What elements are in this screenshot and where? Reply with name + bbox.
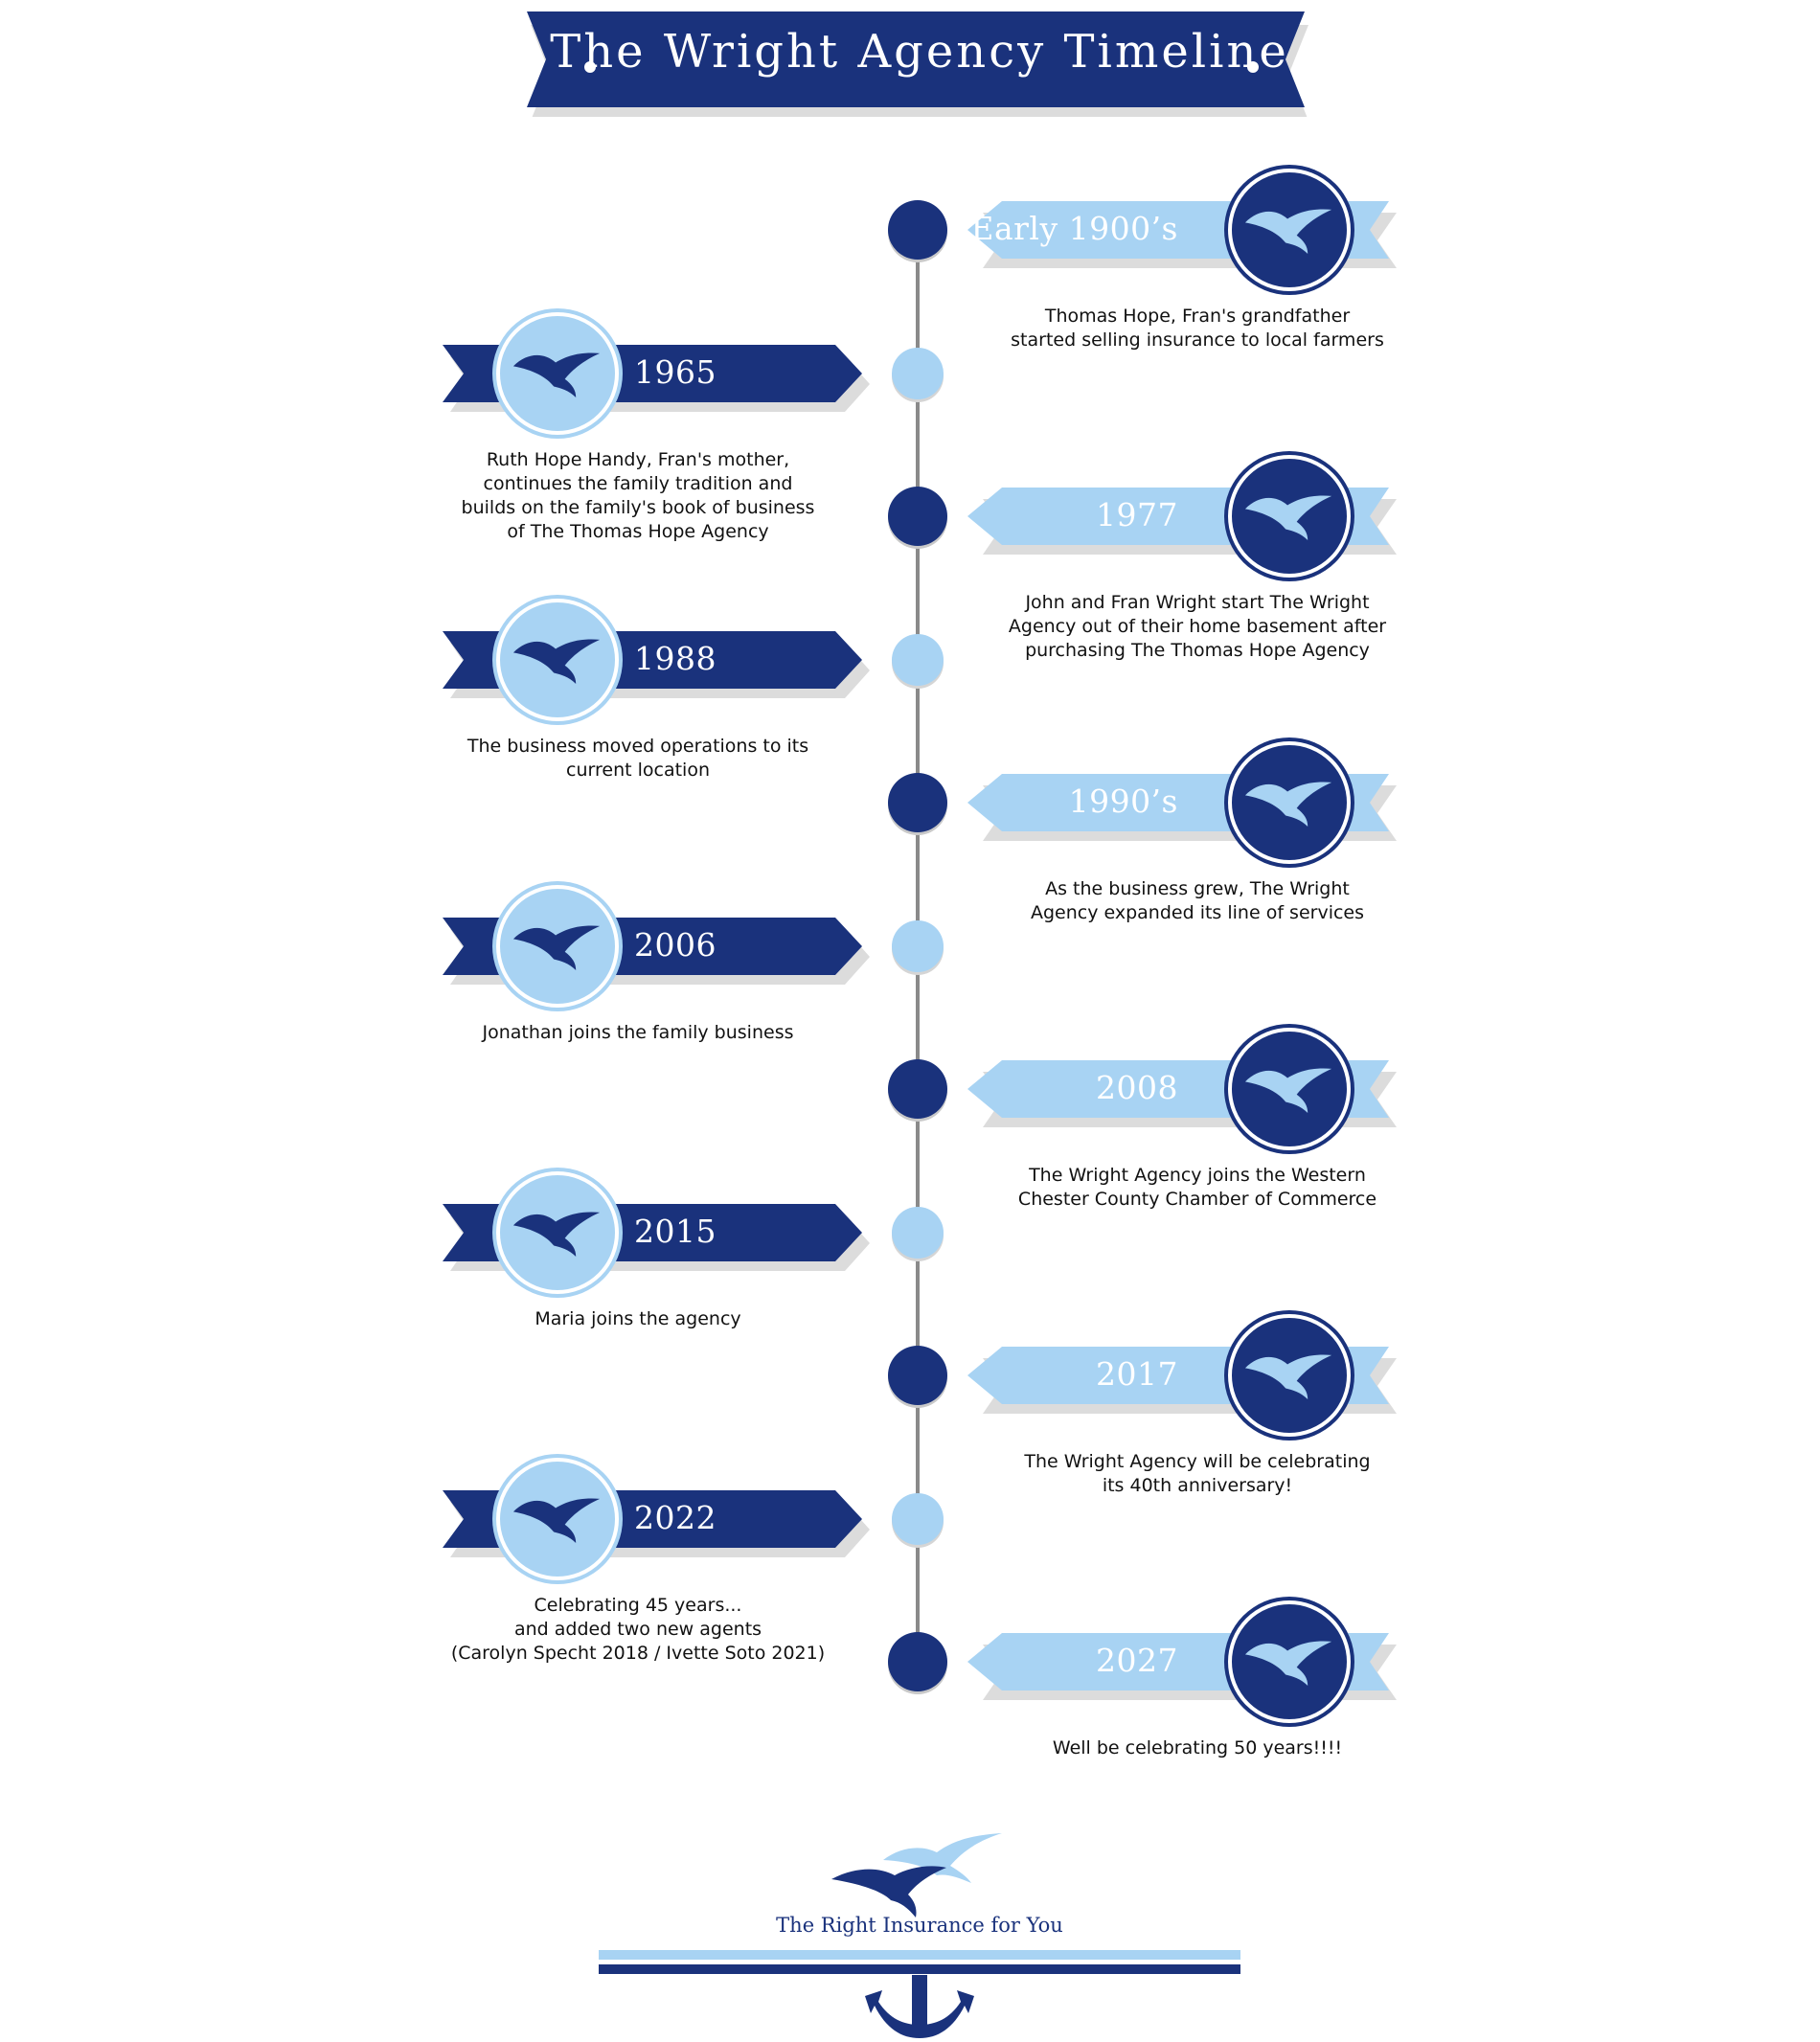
year-label: 1990’s [1068, 783, 1178, 820]
medal [1228, 1314, 1351, 1437]
title-banner-shape [527, 11, 1308, 117]
event-description: Jonathan joins the family business [482, 1021, 794, 1043]
medal [496, 884, 619, 1008]
medal [1228, 1028, 1351, 1150]
year-label: 2022 [634, 1498, 717, 1536]
title-bullet-right [1247, 61, 1259, 73]
seagull-icon [1244, 1068, 1332, 1113]
event-description: Ruth Hope Handy, Fran's mother,continues… [461, 448, 815, 542]
seagull-icon [1244, 495, 1332, 540]
seagull-icon [512, 925, 601, 970]
medal [1228, 455, 1351, 578]
seagull-icon [1244, 782, 1332, 827]
medal [496, 311, 619, 435]
seagulls-icon [831, 1833, 1002, 1917]
seagull-icon [512, 352, 601, 397]
year-label: 2006 [634, 925, 717, 964]
year-ribbon: 2006 [443, 879, 874, 1013]
timeline-dot [888, 200, 947, 260]
medal [496, 1170, 619, 1294]
year-ribbon: 2027 [967, 1595, 1399, 1729]
anchor-icon [865, 1975, 974, 2038]
timeline-dot [892, 919, 944, 972]
event-description: Maria joins the agency [535, 1307, 741, 1329]
year-ribbon: 1990’s [967, 736, 1399, 870]
year-label: 2015 [634, 1212, 717, 1250]
timeline-dot [888, 1346, 947, 1405]
seagull-icon [512, 1498, 601, 1543]
year-label: 1965 [634, 352, 717, 391]
year-label: 1988 [634, 639, 717, 677]
seagull-icon [512, 639, 601, 684]
year-ribbon: 2022 [443, 1452, 874, 1586]
year-ribbon: 2008 [967, 1022, 1399, 1156]
year-label: Early 1900’s [970, 210, 1178, 247]
year-ribbon: 2015 [443, 1166, 874, 1300]
year-label: 2017 [1096, 1355, 1178, 1393]
title-banner: The Wright Agency Timeline [527, 11, 1312, 117]
timeline-dot [892, 347, 944, 399]
medal [496, 1457, 619, 1580]
year-label: 2008 [1096, 1069, 1178, 1106]
medal [1228, 1600, 1351, 1723]
year-ribbon: 1977 [967, 449, 1399, 583]
timeline-dot [892, 1206, 944, 1259]
timeline-dot [892, 1492, 944, 1545]
medal [1228, 741, 1351, 864]
year-label: 2027 [1096, 1642, 1178, 1679]
tagline: The Right Insurance for You [776, 1914, 1063, 1937]
seagull-icon [1244, 209, 1332, 254]
medal [1228, 169, 1351, 291]
timeline-dot [888, 487, 947, 546]
year-ribbon: Early 1900’s [967, 163, 1399, 297]
seagull-icon [1244, 1354, 1332, 1399]
timeline-dot [888, 773, 947, 832]
seagull-icon [1244, 1641, 1332, 1686]
year-label: 1977 [1096, 496, 1178, 533]
title-bullet-left [584, 61, 596, 73]
year-ribbon: 2017 [967, 1308, 1399, 1442]
seagull-icon [512, 1212, 601, 1257]
footer-bars [599, 1950, 1240, 1974]
page-title: The Wright Agency Timeline [550, 25, 1289, 79]
event-description: Celebrating 45 years...and added two new… [450, 1594, 826, 1664]
timeline-dot [888, 1059, 947, 1119]
medal [496, 598, 619, 721]
timeline-dot [888, 1632, 947, 1691]
timeline-dot [892, 633, 944, 686]
year-ribbon: 1988 [443, 593, 874, 727]
event-description: Well be celebrating 50 years!!!! [1052, 1737, 1343, 1758]
year-ribbon: 1965 [443, 306, 874, 441]
